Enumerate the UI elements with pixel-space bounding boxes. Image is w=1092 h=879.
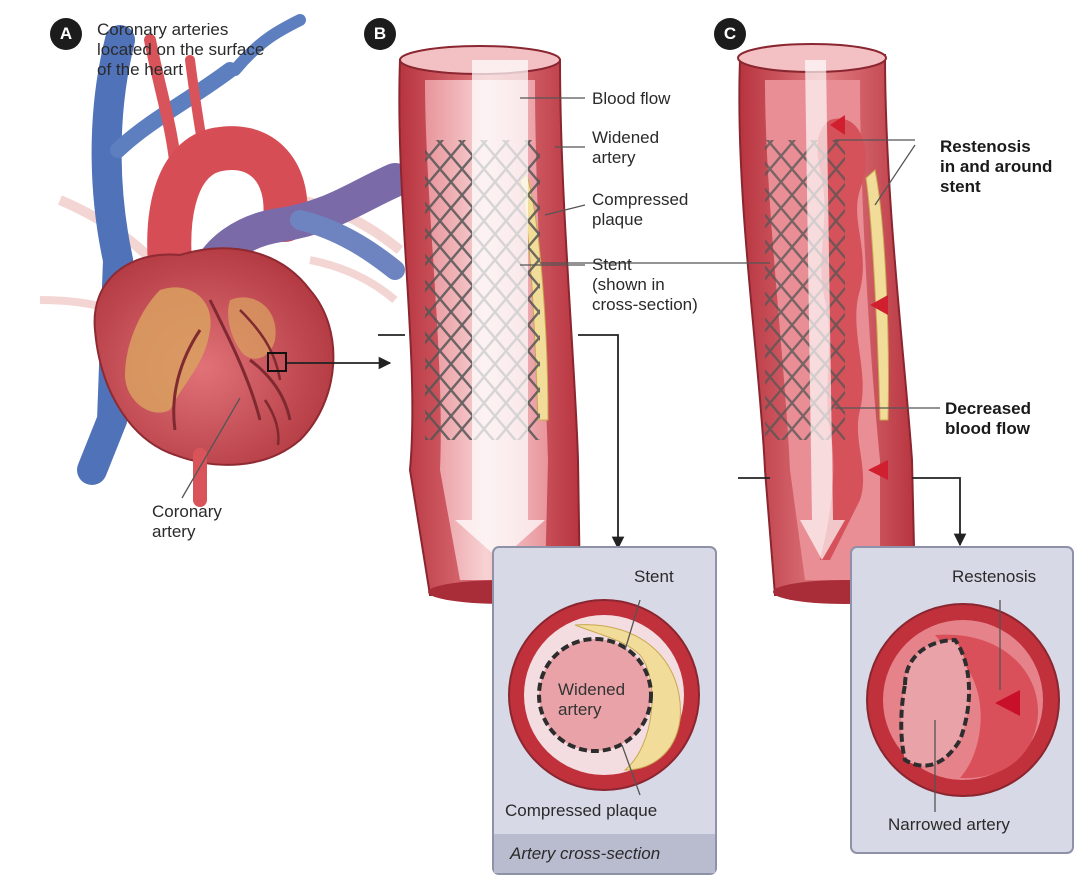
inset-stent-label: Stent — [634, 567, 674, 587]
inset-restenosis-label: Restenosis — [952, 567, 1036, 587]
blood-flow-label: Blood flow — [592, 89, 670, 109]
restenosis-cross-section-inset — [851, 547, 1073, 853]
artery-cross-section-caption: Artery cross-section — [510, 844, 660, 864]
widened-artery-label: Widened artery — [592, 128, 659, 168]
coronary-artery-label: Coronary artery — [152, 502, 222, 542]
panel-a-badge: A — [50, 18, 82, 50]
inset-widened-artery-label: Widened artery — [558, 680, 625, 720]
inset-compressed-plaque-label: Compressed plaque — [505, 801, 657, 821]
panel-c-badge: C — [714, 18, 746, 50]
inset-narrowed-artery-label: Narrowed artery — [888, 815, 1010, 835]
restenosis-label: Restenosis in and around stent — [940, 137, 1052, 197]
decreased-blood-flow-label: Decreased blood flow — [945, 399, 1031, 439]
panel-b-badge: B — [364, 18, 396, 50]
stent-label: Stent (shown in cross-section) — [592, 255, 698, 315]
stented-artery-illustration — [378, 46, 618, 604]
heart-illustration — [40, 20, 400, 500]
compressed-plaque-label: Compressed plaque — [592, 190, 688, 230]
panel-a-title: Coronary arteries located on the surface… — [97, 20, 264, 80]
